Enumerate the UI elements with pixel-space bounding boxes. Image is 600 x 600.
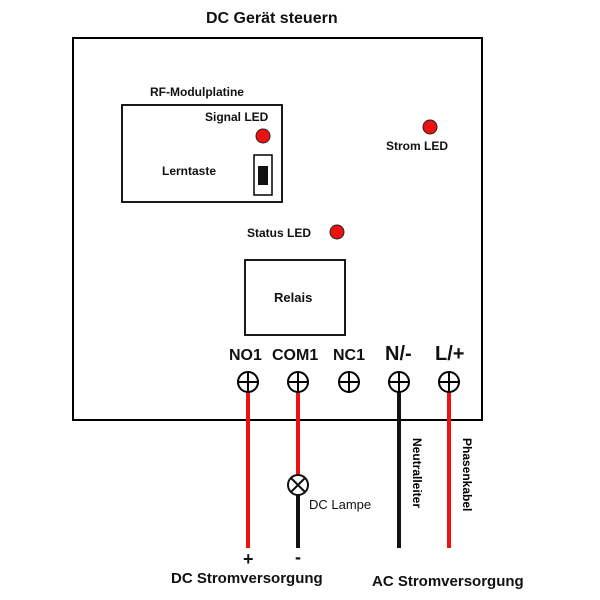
rf-module-board: [121, 104, 283, 203]
terminal-screw-n: [388, 371, 410, 393]
rf-module-label: RF-Modulplatine: [150, 85, 244, 99]
phase-wire-label: Phasenkabel: [460, 438, 474, 512]
relay-label: Relais: [274, 290, 313, 305]
power-led: [422, 119, 438, 135]
controller-box: [72, 37, 483, 421]
dc-minus-label: -: [295, 547, 301, 567]
dc-lamp-label: DC Lampe: [309, 497, 372, 512]
signal-led: [255, 128, 271, 144]
terminal-screw-l: [438, 371, 460, 393]
learn-button-knob: [258, 166, 268, 185]
learn-button-label: Lerntaste: [162, 164, 217, 178]
signal-led-label: Signal LED: [205, 110, 269, 124]
terminal-label-no1: NO1: [229, 347, 262, 364]
status-led: [329, 224, 345, 240]
power-led-label: Strom LED: [386, 139, 449, 153]
dc-supply-label: DC Stromversorgung: [171, 570, 323, 587]
dc-plus-label: +: [243, 549, 254, 569]
terminal-label-l: L/+: [435, 343, 465, 365]
terminal-label-com1: COM1: [272, 347, 319, 364]
terminal-screw-no1: [237, 371, 259, 393]
neutral-wire-label: Neutralleiter: [410, 438, 424, 509]
diagram-title: DC Gerät steuern: [206, 10, 338, 27]
lamp-icon: [287, 474, 309, 496]
terminal-screw-nc1: [338, 371, 360, 393]
terminal-label-n: N/-: [385, 343, 412, 365]
terminal-label-nc1: NC1: [333, 347, 366, 364]
status-led-label: Status LED: [247, 226, 312, 240]
terminal-screw-com1: [287, 371, 309, 393]
relay-box: [244, 259, 346, 336]
ac-supply-label: AC Stromversorgung: [372, 573, 524, 590]
